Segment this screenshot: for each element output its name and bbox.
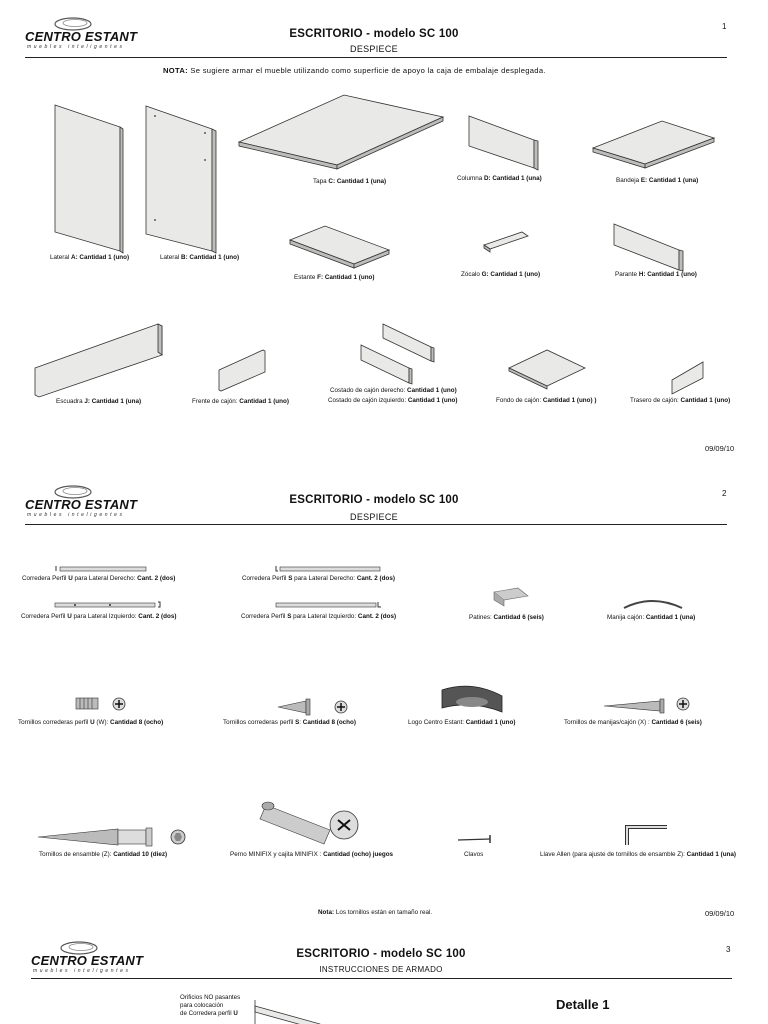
brand-logo: CENTRO ESTANT muebles inteligentes	[25, 484, 138, 518]
brand-tagline: muebles inteligentes	[33, 968, 131, 974]
caption-parante-h: Parante H: Cantidad 1 (uno)	[615, 271, 697, 278]
tornillo-manijas-drawing	[603, 697, 690, 714]
brand-tagline: muebles inteligentes	[27, 44, 125, 50]
estante-f-drawing	[288, 225, 391, 269]
parts-drawings	[34, 94, 716, 398]
caption-columna-d: Columna D: Cantidad 1 (una)	[457, 175, 542, 182]
tapa-c-drawing	[237, 94, 445, 170]
page-title: ESCRITORIO - modelo SC 100	[296, 948, 466, 960]
page-title: ESCRITORIO - modelo SC 100	[289, 28, 459, 40]
page-date: 09/09/10	[705, 444, 735, 453]
llave-allen-drawing	[625, 825, 667, 845]
caption-corr-s-izq: Corredera Perfil S para Lateral Izquierd…	[241, 613, 397, 620]
caption-torn-ensamble: Tornillos de ensamble (Z): Cantidad 10 (…	[39, 851, 168, 858]
tornillo-s-drawing	[277, 698, 348, 716]
header-rule	[25, 57, 727, 58]
caption-costado-izq: Costado de cajón izquierdo: Cantidad 1 (…	[328, 397, 458, 404]
page-title: ESCRITORIO - modelo SC 100	[289, 494, 459, 506]
caption-patines: Patines: Cantidad 6 (seis)	[469, 614, 544, 621]
brand-name: CENTRO ESTANT	[31, 953, 144, 968]
frente-cajon-drawing	[218, 349, 266, 392]
caption-lateral-b: Lateral B: Cantidad 1 (uno)	[160, 254, 240, 261]
page-date: 09/09/10	[705, 909, 735, 918]
page-subtitle: DESPIECE	[350, 512, 398, 522]
note-label: NOTA:	[163, 66, 188, 75]
page-number: 3	[726, 945, 731, 954]
tornillo-ensamble-drawing	[37, 827, 186, 847]
page-note: NOTA: Se sugiere armar el mueble utiliza…	[163, 66, 546, 75]
header-rule	[25, 524, 727, 525]
caption-zocalo-g: Zócalo G: Cantidad 1 (uno)	[461, 271, 541, 278]
header-rule	[31, 978, 732, 979]
caption-corr-u-der: Corredera Perfil U para Lateral Derecho:…	[22, 575, 176, 582]
bandeja-e-drawing	[591, 120, 716, 169]
caption-corr-s-der: Corredera Perfil S para Lateral Derecho:…	[242, 575, 395, 582]
zocalo-g-drawing	[483, 231, 529, 253]
caption-perno: Perno MINIFIX y cajita MINIFIX : Cantida…	[230, 851, 394, 858]
columna-d-drawing	[468, 115, 539, 171]
patines-drawing	[493, 587, 529, 607]
brand-name: CENTRO ESTANT	[25, 497, 138, 512]
brand-logo: CENTRO ESTANT muebles inteligentes	[31, 940, 144, 974]
corredera-s-der-drawing	[275, 566, 381, 572]
caption-trasero: Trasero de cajón: Cantidad 1 (uno)	[630, 397, 731, 404]
perno-minifix-drawing	[259, 801, 359, 845]
caption-llave: Llave Allen (para ajuste de tornillos de…	[540, 851, 736, 858]
tornillo-u-drawing	[75, 697, 126, 711]
caption-costado-der: Costado de cajón derecho: Cantidad 1 (un…	[330, 387, 457, 394]
caption-estante-f: Estante F: Cantidad 1 (uno)	[294, 274, 375, 281]
escuadra-j-drawing	[34, 323, 163, 398]
hardware-drawings	[37, 566, 690, 847]
caption-manija: Manija cajón: Cantidad 1 (una)	[607, 614, 696, 621]
screw-note: Nota: Los tornillos están en tamaño real…	[318, 909, 433, 916]
caption-lateral-a: Lateral A: Cantidad 1 (uno)	[50, 254, 130, 261]
brand-name: CENTRO ESTANT	[25, 29, 138, 44]
page-subtitle: DESPIECE	[350, 44, 398, 54]
detail-panel-drawing	[254, 1000, 321, 1024]
page-number: 1	[722, 22, 727, 31]
caption-torn-s: Tornillos correderas perfil S: Cantidad …	[223, 719, 356, 726]
fondo-cajon-drawing	[508, 349, 586, 390]
caption-tapa-c: Tapa C: Cantidad 1 (una)	[313, 178, 387, 185]
logo-swoosh-icon	[54, 17, 92, 31]
costado-derecho-drawing	[382, 323, 435, 363]
logo-piece-drawing	[441, 685, 503, 713]
holes-note: Orificios NO pasantes para colocación de…	[180, 994, 241, 1017]
lateral-b-drawing	[145, 105, 217, 254]
caption-logo: Logo Centro Estant: Cantidad 1 (uno)	[408, 719, 516, 726]
parante-h-drawing	[613, 223, 684, 272]
manija-drawing	[623, 600, 683, 609]
caption-bandeja-e: Bandeja E: Cantidad 1 (una)	[616, 177, 699, 184]
brand-logo: CENTRO ESTANT muebles inteligentes	[25, 16, 138, 50]
caption-clavos: Clavos	[464, 851, 484, 858]
logo-swoosh-icon	[54, 485, 92, 499]
clavos-drawing	[457, 835, 491, 843]
page-number: 2	[722, 489, 727, 498]
detail-heading: Detalle 1	[556, 997, 610, 1012]
caption-frente: Frente de cajón: Cantidad 1 (uno)	[192, 398, 289, 405]
corredera-u-der-drawing	[55, 566, 147, 572]
corredera-s-izq-drawing	[275, 602, 381, 608]
caption-torn-manijas: Tornillos de manijas/cajón (X) : Cantida…	[564, 719, 702, 726]
lateral-a-drawing	[54, 104, 124, 254]
page-subtitle: INSTRUCCIONES DE ARMADO	[319, 965, 443, 974]
caption-corr-u-izq: Corredera Perfil U para Lateral Izquierd…	[21, 613, 177, 620]
brand-tagline: muebles inteligentes	[27, 512, 125, 518]
costado-izquierdo-drawing	[360, 344, 413, 385]
logo-swoosh-icon	[60, 941, 98, 955]
corredera-u-izq-drawing	[54, 601, 161, 608]
caption-escuadra-j: Escuadra J: Cantidad 1 (una)	[56, 398, 142, 405]
caption-fondo: Fondo de cajón: Cantidad 1 (uno) )	[496, 397, 597, 404]
trasero-cajon-drawing	[671, 361, 704, 395]
caption-torn-u: Tornillos correderas perfil U (W): Canti…	[18, 719, 164, 726]
note-text: Se sugiere armar el mueble utilizando co…	[190, 66, 546, 75]
